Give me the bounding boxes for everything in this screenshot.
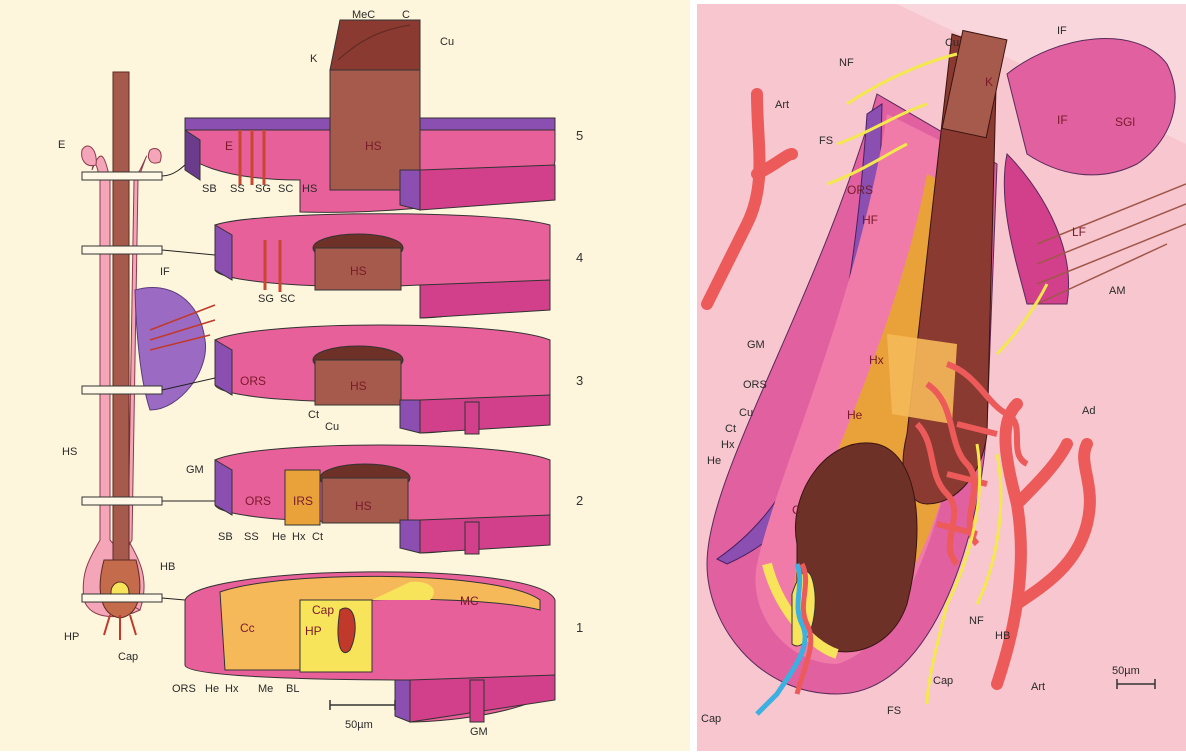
s5-bottom-SG: SG <box>255 183 271 195</box>
r-label-FS-bottom: FS <box>887 705 901 717</box>
s5-bottom-SC: SC <box>278 183 293 195</box>
r-label-Cap-bottom: Cap <box>701 713 721 725</box>
right-panel-follicle-diagram: Cu IF NF Art K IF SGl FS ORS HF LF AM GM… <box>697 4 1186 751</box>
r-label-ORS2: ORS <box>743 379 767 391</box>
s1-bottom-BL: BL <box>286 683 299 695</box>
r-label-He: He <box>707 455 721 467</box>
s5-bottom-HS: HS <box>302 183 317 195</box>
s2-bottom-Ct: Ct <box>312 531 323 543</box>
label-MeC: MeC <box>352 9 375 21</box>
s2-side-GM: GM <box>186 464 204 476</box>
s2-bottom-SB: SB <box>218 531 233 543</box>
s2-bottom-SS: SS <box>244 531 259 543</box>
r-label-GM: GM <box>747 339 765 351</box>
r-label-AM: AM <box>1109 285 1126 297</box>
label-K: K <box>310 53 318 65</box>
label-IF: IF <box>160 266 170 278</box>
label-HP: HP <box>64 631 79 643</box>
left-diagram-svg: E IF HS HB HP Cap MeC C Cu K 5 4 3 2 1 E… <box>0 0 690 751</box>
right-scale-label: 50µm <box>1112 665 1140 677</box>
r-label-K: K <box>985 75 993 89</box>
section-1 <box>185 572 555 722</box>
s5-bottom-SB: SB <box>202 183 217 195</box>
r-label-NF-top: NF <box>839 57 854 69</box>
s1-bottom-He: He <box>205 683 219 695</box>
r-label-Cap-mid: Cap <box>933 675 953 687</box>
s4-bottom-SG: SG <box>258 293 274 305</box>
s2-bottom-Hx: Hx <box>292 531 306 543</box>
r-label-ORS: ORS <box>847 183 873 197</box>
label-Cu: Cu <box>440 36 454 48</box>
s1-inner-MC: MC <box>460 594 479 608</box>
label-C: C <box>402 9 410 21</box>
r-label-C: C <box>792 503 801 517</box>
left-scale-label: 50µm <box>345 719 373 731</box>
r-label-Hx-inner: Hx <box>869 353 884 367</box>
section-number-3: 3 <box>576 373 583 388</box>
section-number-5: 5 <box>576 128 583 143</box>
label-GM-bottom: GM <box>470 726 488 738</box>
section-number-4: 4 <box>576 250 583 265</box>
s4-inner-HS: HS <box>350 264 367 278</box>
r-label-NF: NF <box>969 615 984 627</box>
s5-inner-E: E <box>225 139 233 153</box>
label-HS: HS <box>62 446 77 458</box>
sebaceous-gland <box>1004 39 1186 304</box>
r-label-Cu-top: Cu <box>945 37 959 49</box>
right-scale-bar <box>1117 679 1155 689</box>
s1-bottom-Hx: Hx <box>225 683 239 695</box>
r-label-SGl: SGl <box>1115 115 1135 129</box>
s5-bottom-SS: SS <box>230 183 245 195</box>
s2-inner-IRS: IRS <box>293 494 313 508</box>
s2-inner-HS: HS <box>355 499 372 513</box>
r-label-FS-top: FS <box>819 135 833 147</box>
label-HB: HB <box>160 561 175 573</box>
left-panel-sections-diagram: E IF HS HB HP Cap MeC C Cu K 5 4 3 2 1 E… <box>0 0 690 751</box>
r-label-IF: IF <box>1057 113 1068 127</box>
r-label-Cu: Cu <box>739 407 753 419</box>
s2-inner-ORS: ORS <box>245 494 271 508</box>
s1-inner-Cap: Cap <box>312 603 334 617</box>
r-label-Hx: Hx <box>721 439 735 451</box>
r-label-IF-top: IF <box>1057 25 1067 37</box>
section-number-1: 1 <box>576 620 583 635</box>
r-label-Art-top: Art <box>775 99 789 111</box>
r-label-Ct: Ct <box>725 423 736 435</box>
s1-bottom-Me: Me <box>258 683 273 695</box>
s3-bottom-Ct: Ct <box>308 409 319 421</box>
label-Cap: Cap <box>118 651 138 663</box>
s1-bottom-ORS: ORS <box>172 683 196 695</box>
section-number-2: 2 <box>576 493 583 508</box>
r-label-Ad: Ad <box>1082 405 1095 417</box>
s3-inner-HS: HS <box>350 379 367 393</box>
s3-inner-ORS: ORS <box>240 374 266 388</box>
r-label-LF: LF <box>1072 225 1086 239</box>
s2-bottom-He: He <box>272 531 286 543</box>
right-diagram-svg: Cu IF NF Art K IF SGl FS ORS HF LF AM GM… <box>697 4 1186 751</box>
label-E: E <box>58 139 65 151</box>
r-label-HB: HB <box>995 630 1010 642</box>
s1-inner-Cc: Cc <box>240 621 255 635</box>
s5-inner-HS: HS <box>365 139 382 153</box>
s1-inner-HP: HP <box>305 624 322 638</box>
s3-bottom-Cu: Cu <box>325 421 339 433</box>
left-scale-bar <box>330 700 395 710</box>
r-label-HF: HF <box>862 213 878 227</box>
r-label-He-inner: He <box>847 408 863 422</box>
r-label-Art: Art <box>1031 681 1045 693</box>
s4-bottom-SC: SC <box>280 293 295 305</box>
